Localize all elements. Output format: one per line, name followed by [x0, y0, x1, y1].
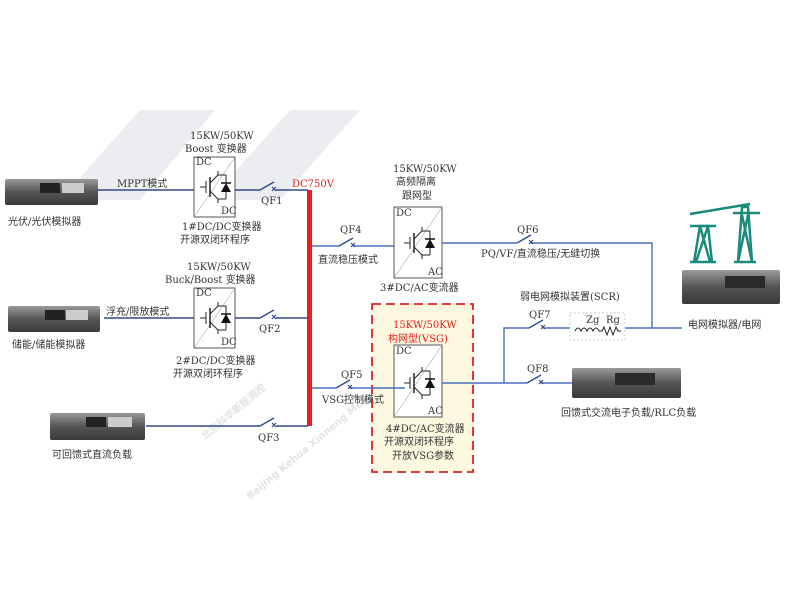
conv1-subtitle: Boost 变换器 [185, 142, 247, 155]
vsg-mode-label: VSG控制模式 [321, 393, 384, 406]
ac-load-label: 回馈式交流电子负载/RLC负载 [561, 406, 696, 419]
grid-label: 电网模拟器/电网 [688, 318, 761, 331]
qf8-label: QF8 [527, 364, 549, 375]
storage-simulator [8, 306, 100, 332]
conv4-name: 4#DC/AC变流器 [386, 422, 465, 435]
dcac-converter-3 [393, 206, 443, 279]
float-charge-mode-label: 浮充/限放模式 [106, 305, 169, 318]
conv3-title: 15KW/50KW [393, 164, 457, 175]
pv-label: 光伏/光伏模拟器 [8, 215, 81, 228]
conv2-desc: 开源双闭环程序 [173, 367, 243, 380]
conv1-name: 1#DC/DC变换器 [182, 220, 261, 233]
ac-electronic-load [572, 368, 681, 398]
qf1-label: QF1 [261, 196, 283, 207]
conv4-desc: 开源双闭环程序 [384, 435, 454, 448]
breaker-qf5[interactable] [335, 379, 353, 390]
conv3-bottom: AC [427, 267, 443, 278]
qf3-label: QF3 [258, 433, 280, 444]
dc-electronic-load [50, 413, 145, 440]
conv2-top: DC [196, 288, 212, 299]
conv1-bottom: DC [221, 206, 237, 217]
conv1-top: DC [196, 157, 212, 168]
conv4-bottom: AC [427, 406, 443, 417]
grid-simulator [682, 270, 780, 304]
conv4-desc2: 开放VSG参数 [392, 449, 454, 462]
dcdc-converter-1 [193, 156, 236, 218]
conv3-top: DC [396, 208, 412, 219]
dc-bus-label: DC750V [292, 179, 335, 190]
conv2-name: 2#DC/DC变换器 [176, 354, 255, 367]
conv4-top: DC [396, 346, 412, 357]
conv2-title: 15KW/50KW [187, 262, 251, 273]
conv3-subtitle2: 跟网型 [402, 189, 432, 202]
conv1-desc: 开源双闭环程序 [180, 233, 250, 246]
conv3-name: 3#DC/AC变流器 [380, 281, 459, 294]
qf2-label: QF2 [259, 324, 281, 335]
breaker-qf8[interactable] [526, 374, 544, 385]
weak-grid-impedance [569, 312, 626, 341]
qf6-label: QF6 [517, 225, 539, 236]
conv4-title: 15KW/50KW [393, 320, 457, 331]
qf4-label: QF4 [340, 225, 362, 236]
breaker-qf2[interactable] [259, 309, 277, 320]
breaker-qf3[interactable] [259, 417, 277, 428]
conv2-subtitle: Buck/Boost 变换器 [165, 273, 256, 286]
qf7-label: QF7 [529, 310, 551, 321]
rg-label: Rg [606, 315, 621, 326]
dc-regulation-mode-label: 直流稳压模式 [318, 253, 378, 266]
breaker-qf6[interactable] [516, 234, 534, 245]
breaker-qf4[interactable] [338, 237, 356, 248]
conv1-title: 15KW/50KW [190, 131, 254, 142]
power-tower-icon [689, 202, 760, 264]
breaker-qf7[interactable] [528, 319, 546, 330]
pv-simulator [5, 179, 98, 205]
dcac-converter-4 [393, 344, 443, 418]
scr-label: 弱电网模拟装置(SCR) [520, 290, 620, 303]
mppt-mode-label: MPPT模式 [117, 177, 167, 190]
grid-mode-label: PQ/VF/直流稳压/无缝切换 [481, 247, 600, 260]
conv4-subtitle: 构网型(VSG) [388, 332, 448, 345]
storage-label: 储能/储能模拟器 [12, 338, 85, 351]
dc-bus [307, 190, 312, 426]
dc-load-label: 可回馈式直流负载 [52, 448, 132, 461]
conv2-bottom: DC [221, 337, 237, 348]
conv3-subtitle: 高频隔离 [396, 175, 436, 188]
zg-label: Zg [586, 315, 600, 326]
qf5-label: QF5 [341, 370, 363, 381]
